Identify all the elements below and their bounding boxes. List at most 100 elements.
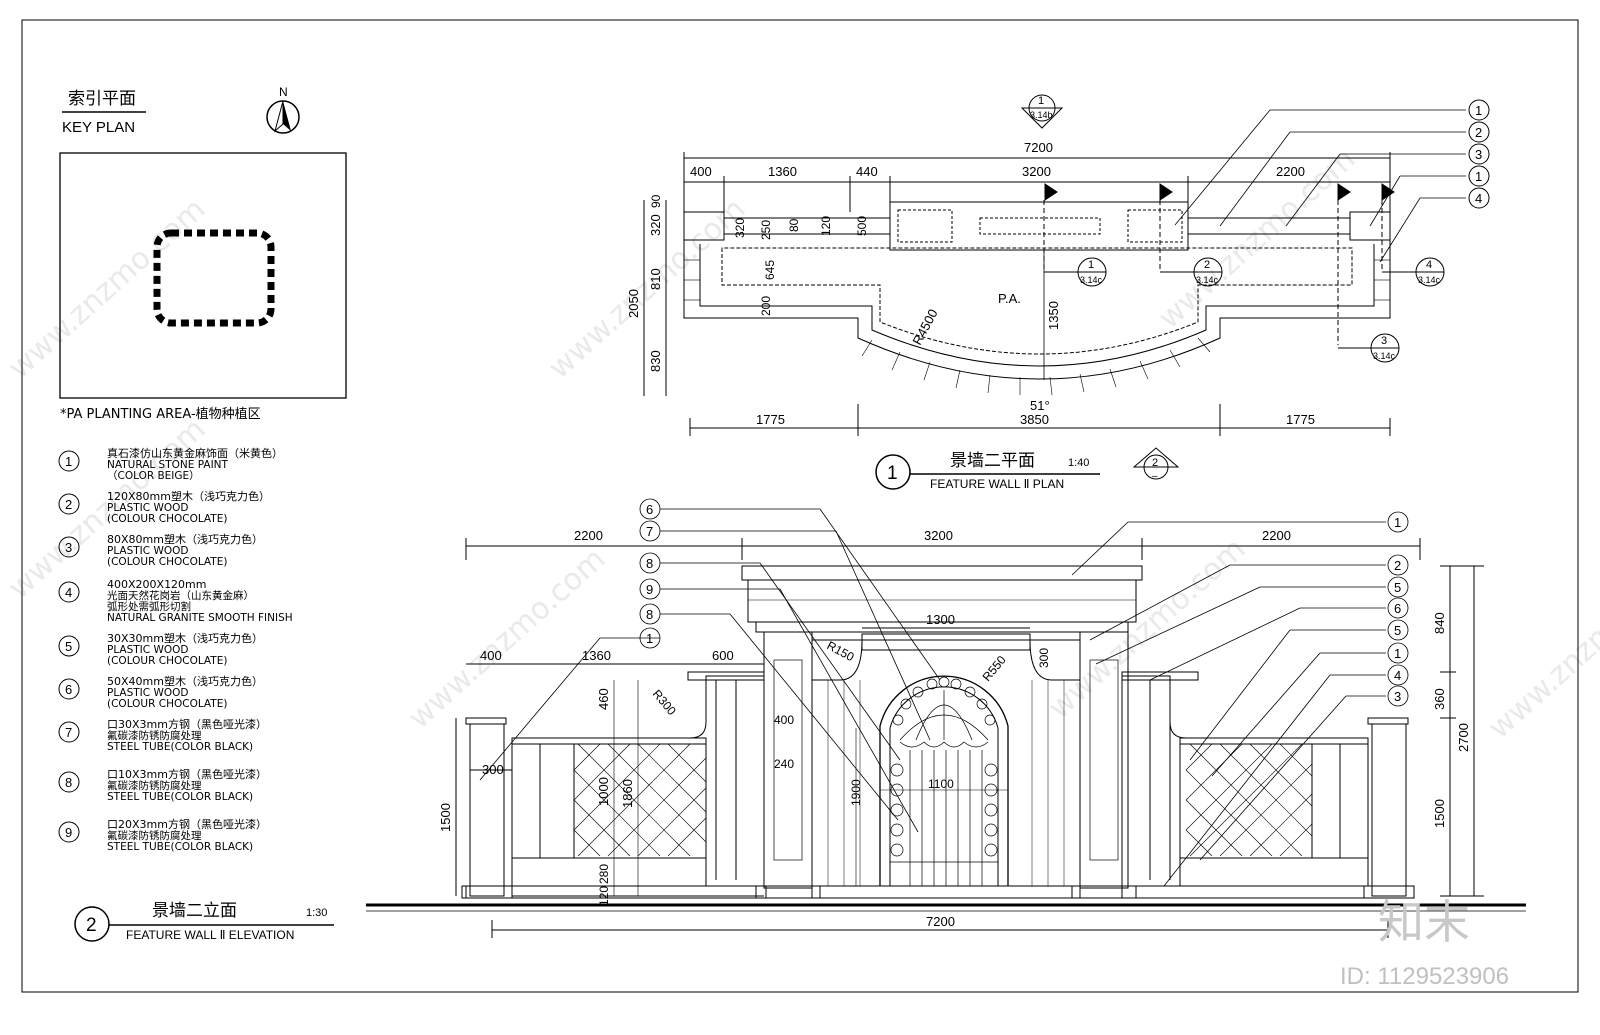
gate-bars bbox=[890, 750, 998, 886]
svg-text:80: 80 bbox=[787, 218, 801, 232]
svg-text:3.14c: 3.14c bbox=[1196, 275, 1219, 285]
legend-number-circle bbox=[58, 771, 80, 793]
svg-text:2200: 2200 bbox=[574, 528, 603, 543]
elevation-callouts-right: 1 2 5 6 5 1 4 3 bbox=[1071, 511, 1409, 887]
section-ref-bubble: 4 3.14c bbox=[1382, 257, 1445, 287]
brand-watermark: 知末 ID: 1129523906 bbox=[1340, 895, 1509, 990]
image-id: ID: 1129523906 bbox=[1340, 963, 1509, 990]
legend-number: 5 bbox=[65, 639, 72, 654]
svg-text:9: 9 bbox=[646, 582, 653, 597]
legend-line: 50X40mm塑木（浅巧克力色） bbox=[107, 674, 263, 688]
legend-line: PLASTIC WOOD bbox=[107, 545, 188, 557]
legend-number: 2 bbox=[65, 497, 72, 512]
svg-text:–: – bbox=[1152, 471, 1158, 482]
svg-text:1350: 1350 bbox=[1046, 301, 1061, 330]
svg-text:7200: 7200 bbox=[1024, 140, 1053, 155]
svg-text:7200: 7200 bbox=[926, 914, 955, 929]
svg-text:2: 2 bbox=[1475, 125, 1482, 140]
legend-number: 4 bbox=[65, 585, 72, 600]
watermark-text: www.znzmo.com bbox=[1482, 552, 1600, 746]
key-plan-location-marker bbox=[153, 229, 275, 327]
svg-text:200: 200 bbox=[759, 296, 773, 316]
svg-text:460: 460 bbox=[596, 688, 611, 710]
svg-text:300: 300 bbox=[482, 762, 504, 777]
svg-text:1100: 1100 bbox=[928, 777, 954, 791]
legend-number-circle bbox=[58, 678, 80, 700]
svg-text:320: 320 bbox=[648, 214, 663, 236]
legend-number: 6 bbox=[65, 682, 72, 697]
legend-line: 400X200X120mm bbox=[107, 578, 207, 591]
svg-text:440: 440 bbox=[856, 164, 878, 179]
svg-text:400: 400 bbox=[690, 164, 712, 179]
svg-text:1: 1 bbox=[1475, 103, 1482, 118]
svg-text:1500: 1500 bbox=[438, 803, 453, 832]
svg-text:2050: 2050 bbox=[626, 289, 641, 318]
svg-text:840: 840 bbox=[1432, 612, 1447, 634]
svg-text:6: 6 bbox=[1394, 601, 1401, 616]
svg-text:400: 400 bbox=[480, 648, 502, 663]
planting-area-label: P.A. bbox=[998, 291, 1021, 306]
svg-text:360: 360 bbox=[1432, 688, 1447, 710]
watermark-text: www.znzmo.com bbox=[1042, 532, 1252, 726]
legend-line: 弧形处需弧形切割 bbox=[107, 600, 191, 613]
legend-line: NATURAL STONE PAINT bbox=[107, 459, 229, 471]
section-ref-bubble: 1 3.14c bbox=[1044, 257, 1107, 287]
svg-text:3.14c: 3.14c bbox=[1418, 275, 1441, 285]
svg-text:1360: 1360 bbox=[582, 648, 611, 663]
legend-number: 9 bbox=[65, 825, 72, 840]
svg-text:1000: 1000 bbox=[596, 777, 611, 806]
svg-text:90: 90 bbox=[649, 194, 663, 208]
legend-line: (COLOUR CHOCOLATE) bbox=[107, 655, 227, 667]
legend-line: 口30X3mm方钢（黑色哑光漆） bbox=[107, 717, 267, 731]
svg-text:1:30: 1:30 bbox=[306, 907, 327, 919]
watermark-text: www.znzmo.com bbox=[1152, 142, 1362, 336]
svg-text:3: 3 bbox=[1475, 147, 1482, 162]
svg-text:3.14c: 3.14c bbox=[1080, 275, 1103, 285]
north-label: N bbox=[279, 85, 288, 99]
svg-text:1: 1 bbox=[1475, 169, 1482, 184]
legend-line: 氟碳漆防锈防腐处理 bbox=[107, 779, 202, 792]
feature-wall-plan: 1 3.14b 7200 400 1360 440 3200 2200 bbox=[626, 94, 1490, 491]
legend-number-circle bbox=[58, 821, 80, 843]
svg-text:4: 4 bbox=[1394, 668, 1401, 683]
north-arrow-icon: N bbox=[266, 85, 300, 134]
legend-line: 口20X3mm方钢（黑色哑光漆） bbox=[107, 817, 267, 831]
section-ref-bubble: 2 3.14c bbox=[1160, 257, 1223, 287]
svg-text:5: 5 bbox=[1394, 623, 1401, 638]
legend-number: 1 bbox=[65, 454, 72, 469]
gate-ornament-rings bbox=[892, 676, 996, 748]
legend-number: 8 bbox=[65, 775, 72, 790]
elevation-title-en: FEATURE WALL Ⅱ ELEVATION bbox=[126, 928, 294, 942]
svg-text:R300: R300 bbox=[650, 687, 679, 718]
plan-title-en: FEATURE WALL Ⅱ PLAN bbox=[930, 477, 1064, 491]
svg-text:120: 120 bbox=[819, 216, 833, 236]
legend-number-circle bbox=[58, 536, 80, 558]
svg-text:645: 645 bbox=[763, 260, 777, 280]
legend-line: STEEL TUBE(COLOR BLACK) bbox=[107, 791, 253, 803]
svg-text:300: 300 bbox=[1037, 648, 1051, 668]
svg-text:1360: 1360 bbox=[768, 164, 797, 179]
lattice-right bbox=[1185, 743, 1313, 857]
legend-line: 真石漆仿山东黄金麻饰面（米黄色） bbox=[107, 446, 283, 460]
svg-text:7: 7 bbox=[646, 524, 653, 539]
brand-logo: 知末 bbox=[1378, 895, 1470, 949]
watermark-text: www.znzmo.com bbox=[2, 192, 212, 386]
legend-number-circle bbox=[58, 635, 80, 657]
svg-text:810: 810 bbox=[648, 268, 663, 290]
sheet-border bbox=[21, 19, 1579, 993]
elevation-callouts-left: 6 7 8 9 8 1 bbox=[479, 498, 941, 833]
legend-line: 氟碳漆防锈防腐处理 bbox=[107, 829, 202, 842]
svg-text:1: 1 bbox=[887, 463, 898, 484]
svg-text:R4500: R4500 bbox=[909, 307, 940, 348]
plan-callouts: 1 2 3 1 4 bbox=[1468, 99, 1490, 209]
svg-text:1300: 1300 bbox=[926, 612, 955, 627]
svg-text:3.14c: 3.14c bbox=[1373, 351, 1396, 361]
svg-text:2700: 2700 bbox=[1456, 723, 1471, 752]
svg-text:5: 5 bbox=[1394, 580, 1401, 595]
svg-text:280: 280 bbox=[597, 864, 611, 884]
section-ref-bubble: 3 3.14c bbox=[1338, 333, 1400, 363]
